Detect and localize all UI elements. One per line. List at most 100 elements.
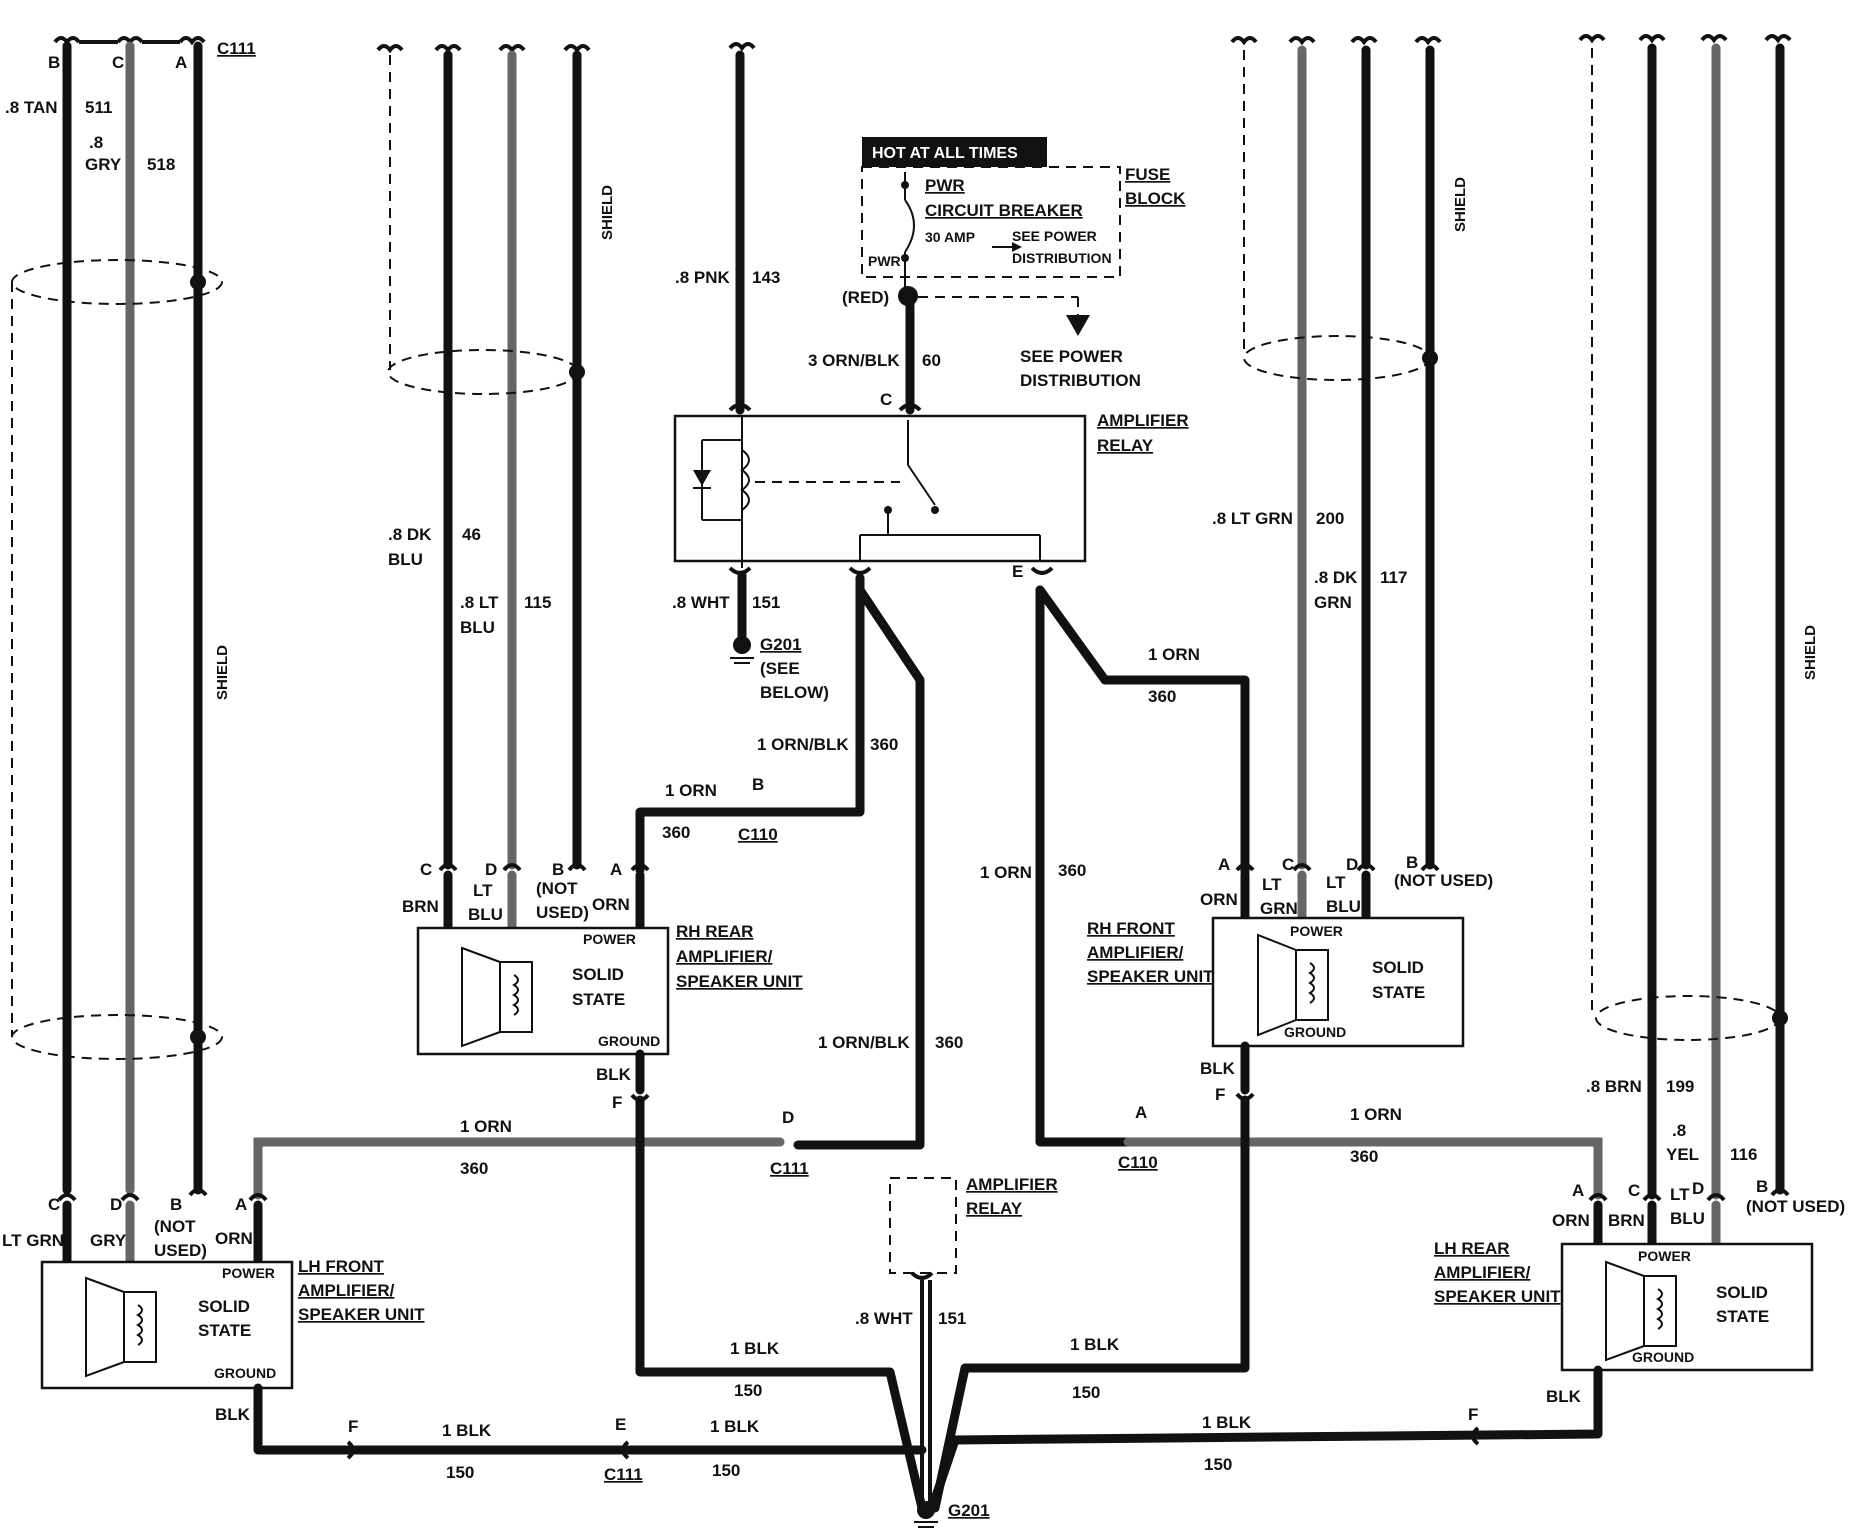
far-right-wire1-num: 199 — [1666, 1077, 1694, 1096]
lh-front-pin-label-not: (NOT — [154, 1217, 196, 1236]
amplifier-relay-top: C AMPLIFIER RELAY E .8 WHT 151 G201 (SEE… — [672, 390, 1189, 702]
rh-front-wire1-color: .8 LT GRN — [1212, 509, 1293, 528]
conn-a: A — [1135, 1103, 1147, 1122]
see-power-b: DISTRIBUTION — [1012, 250, 1112, 266]
fuse-block-outline — [861, 166, 1121, 278]
conn-d: D — [782, 1108, 794, 1127]
lh-front-pin-label-ltgrn: LT GRN — [2, 1231, 64, 1250]
amp-rating: 30 AMP — [925, 229, 975, 245]
rh-front-shield-label: SHIELD — [1452, 177, 1469, 232]
lh-front-ground: GROUND — [214, 1365, 276, 1381]
left-wire2-color: GRY — [85, 155, 122, 174]
rh-rear-power: POWER — [583, 931, 636, 947]
rh-rear-pin-label-brn: BRN — [402, 897, 439, 916]
left-pin-a: A — [175, 53, 187, 72]
lh-rear-pin-c: C — [1628, 1181, 1640, 1200]
rh-front-pin-label-lt1: LT — [1262, 875, 1282, 894]
relay-gnd-name: G201 — [760, 635, 802, 654]
rh-rear-pin-label-not: (NOT — [536, 879, 578, 898]
rh-front-pin-label-notused: (NOT USED) — [1394, 871, 1493, 890]
lh-front-pin-c: C — [48, 1195, 60, 1214]
rh-rear-state-b: STATE — [572, 990, 625, 1009]
rh-rear-pin-label-orn: ORN — [592, 895, 630, 914]
orn-blk-a-color: 1 ORN/BLK — [757, 735, 849, 754]
lh-rear-pin-label-brn: BRN — [1608, 1211, 1645, 1230]
left-wire2-num: 518 — [147, 155, 175, 174]
lh-rear-pin-b: B — [1756, 1177, 1768, 1196]
orn-blk-a-num: 360 — [870, 735, 898, 754]
lh-front-state-b: STATE — [198, 1321, 251, 1340]
rh-rear-name-a: RH REAR — [676, 922, 753, 941]
rh-front-wire2-color-a: .8 DK — [1314, 568, 1358, 587]
conn-e: E — [615, 1415, 626, 1434]
rh-rear-wire2-color-a: .8 LT — [460, 593, 499, 612]
rh-rear-f: F — [612, 1093, 622, 1112]
rh-rear-pin-b: B — [552, 860, 564, 879]
lh-front-pin-a: A — [235, 1195, 247, 1214]
g201-label: G201 — [948, 1501, 990, 1520]
relay-pin-e: E — [1012, 562, 1023, 581]
orn-blk-feed-color: 3 ORN/BLK — [808, 351, 900, 370]
left-pin-b: B — [48, 53, 60, 72]
fuse-label-a: FUSE — [1125, 165, 1170, 184]
relay-gnd-num: 151 — [752, 593, 780, 612]
left-bundle: B C A C111 .8 TAN 511 .8 GRY 518 SHIELD — [5, 36, 256, 1195]
lh-rear-name-a: LH REAR — [1434, 1239, 1510, 1258]
lh-front-name-b: AMPLIFIER/ — [298, 1281, 395, 1300]
far-right-wire1-color: .8 BRN — [1586, 1077, 1642, 1096]
orn-b-color: 1 ORN — [665, 781, 717, 800]
rh-rear-bundle: SHIELD .8 DK BLU 46 .8 LT BLU 115 — [376, 44, 616, 870]
far-right-wire2-gauge: .8 — [1672, 1121, 1686, 1140]
rh-rear-name-c: SPEAKER UNIT — [676, 972, 803, 991]
see-power2-b: DISTRIBUTION — [1020, 371, 1141, 390]
orn-left-num: 360 — [460, 1159, 488, 1178]
rh-rear-pin-label-lt: LT — [473, 881, 493, 900]
rh-front-pin-b: B — [1406, 853, 1418, 872]
relay-top-label-a: AMPLIFIER — [1097, 411, 1189, 430]
orn-blk-feed-num: 60 — [922, 351, 941, 370]
relay-top-label-b: RELAY — [1097, 436, 1154, 455]
pnk-wire-num: 143 — [752, 268, 780, 287]
lh-rear-pin-label-notused: (NOT USED) — [1746, 1197, 1845, 1216]
rh-rear-wire1-color-a: .8 DK — [388, 525, 432, 544]
lh-front-power: POWER — [222, 1265, 275, 1281]
c110b-label: C110 — [1118, 1153, 1158, 1172]
lh-rear-name-b: AMPLIFIER/ — [1434, 1263, 1531, 1282]
circuit-breaker-label: CIRCUIT BREAKER — [925, 201, 1083, 220]
blk-br-color: 1 BLK — [1202, 1413, 1252, 1432]
pwr-top: PWR — [925, 176, 965, 195]
lh-front-unit: C D B A LT GRN GRY (NOT USED) ORN POWER … — [2, 1188, 927, 1455]
see-power-a: SEE POWER — [1012, 228, 1097, 244]
left-wire1-num: 511 — [85, 98, 112, 117]
left-shield-label: SHIELD — [214, 645, 231, 700]
rh-front-wire2-color-b: GRN — [1314, 593, 1352, 612]
blk-r-color: 1 BLK — [1070, 1335, 1120, 1354]
rh-rear-blk: BLK — [596, 1065, 632, 1084]
blk-r-num: 150 — [1072, 1383, 1100, 1402]
lh-rear-blk: BLK — [1546, 1387, 1582, 1406]
left-wire1-color: .8 TAN — [5, 98, 58, 117]
far-right-bundle: SHIELD .8 BRN 199 .8 YEL 116 — [1578, 34, 1819, 1200]
rh-front-pin-d: D — [1346, 855, 1358, 874]
lh-rear-name-c: SPEAKER UNIT — [1434, 1287, 1561, 1306]
rh-front-name-c: SPEAKER UNIT — [1087, 967, 1214, 986]
blk-bl2-color: 1 BLK — [710, 1417, 760, 1436]
rh-rear-pin-a: A — [610, 860, 622, 879]
relay-pin-c: C — [880, 390, 892, 409]
rh-front-pin-label-lt2: LT — [1326, 873, 1346, 892]
rh-front-state-a: SOLID — [1372, 958, 1424, 977]
relay-gnd-color: .8 WHT — [672, 593, 730, 612]
hot-at-all-times-banner — [862, 137, 1047, 167]
rh-front-blk: BLK — [1200, 1059, 1236, 1078]
orn-blk-b-num: 360 — [935, 1033, 963, 1052]
rh-rear-ground: GROUND — [598, 1033, 660, 1049]
lh-front-pin-label-used: USED) — [154, 1241, 207, 1260]
orn-wiring: 1 ORN/BLK 360 1 ORN B 360 C110 1 ORN 360… — [253, 573, 1603, 1200]
conn-f2: F — [1468, 1405, 1478, 1424]
left-wire2-gauge: .8 — [89, 133, 103, 152]
see-power2-a: SEE POWER — [1020, 347, 1123, 366]
lh-front-pin-label-gry: GRY — [90, 1231, 127, 1250]
blk-br-num: 150 — [1204, 1455, 1232, 1474]
wht-color: .8 WHT — [855, 1309, 913, 1328]
